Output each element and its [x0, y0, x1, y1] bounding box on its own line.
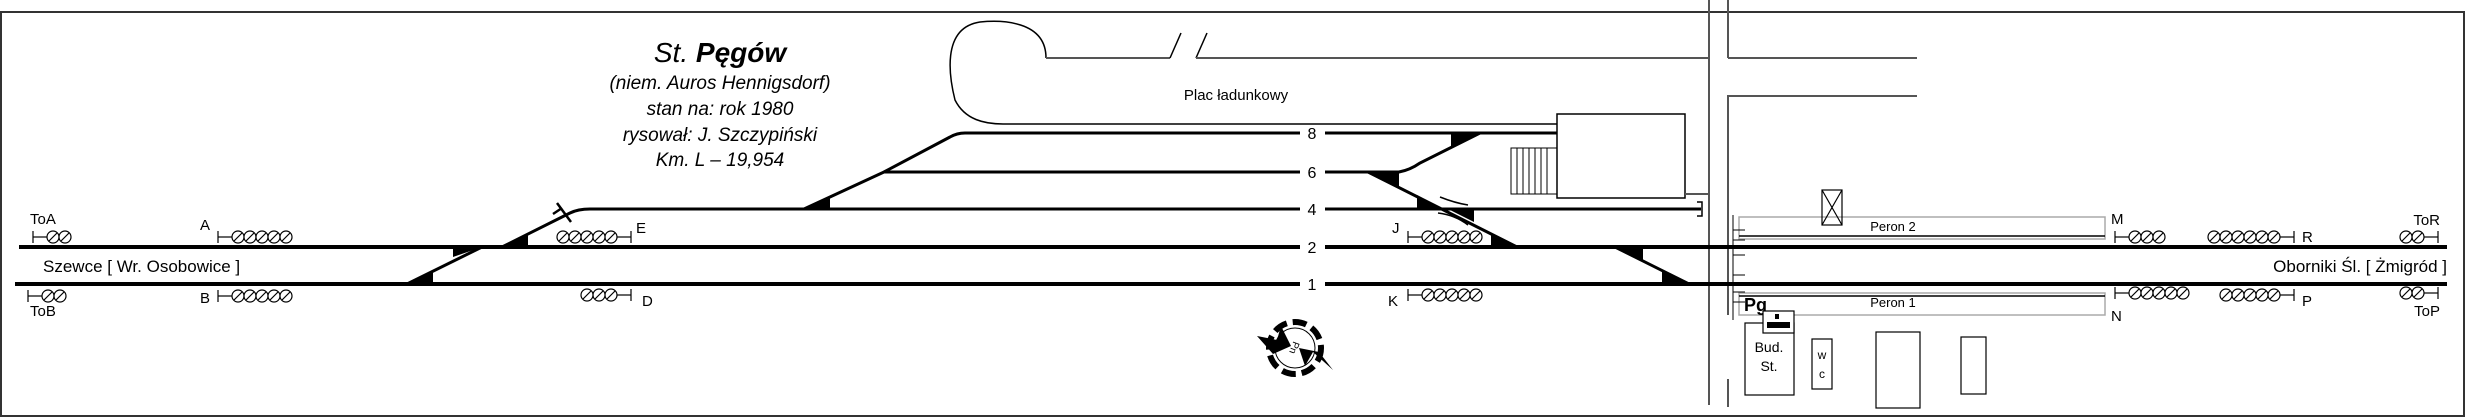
- switch-markers: [407, 133, 1689, 284]
- wc-label: c: [1819, 367, 1825, 381]
- track-number-4: 4: [1308, 202, 1317, 219]
- signal-label-D: D: [642, 293, 653, 310]
- signal-label-J: J: [1392, 220, 1400, 237]
- direction-left: Szewce [ Wr. Osobowice ]: [43, 257, 240, 276]
- signal-label-M: M: [2111, 211, 2124, 228]
- signal-A-icon: [217, 230, 293, 244]
- signal-ToP-icon: [2399, 286, 2439, 300]
- track-number-1: 1: [1308, 277, 1317, 294]
- signal-label-ToB: ToB: [30, 303, 56, 320]
- station-building-label: St.: [1760, 358, 1777, 374]
- signal-label-P: P: [2302, 293, 2312, 310]
- frame: [0, 11, 2465, 417]
- track-8: [883, 131, 1557, 174]
- crossover: [406, 245, 483, 286]
- track-number-2: 2: [1308, 240, 1317, 257]
- signal-label-R: R: [2302, 229, 2313, 246]
- page-title: St. Pęgów: [654, 37, 788, 68]
- signal-label-ToR: ToR: [2413, 212, 2440, 229]
- signal-M-icon: [2114, 230, 2166, 244]
- signal-K-icon: [1407, 288, 1483, 302]
- loading-siding: [949, 20, 1557, 125]
- track-6: [803, 131, 1481, 211]
- signal-label-K: K: [1388, 293, 1398, 310]
- station-building: [1744, 322, 1795, 396]
- svg-text:Pn: Pn: [1286, 340, 1301, 355]
- direction-right: Oborniki Śl. [ Żmigród ]: [2273, 257, 2447, 276]
- signal-label-A: A: [200, 217, 210, 234]
- subtitle-line: (niem. Auros Hennigsdorf): [609, 73, 830, 94]
- signal-B-icon: [217, 289, 293, 303]
- signal-box-icon: [1775, 314, 1779, 319]
- signal-ToB-icon: [27, 289, 67, 303]
- signal-J-icon: [1407, 230, 1483, 244]
- subtitle-line: rysował: J. Szczypiński: [623, 125, 818, 146]
- signal-label-N: N: [2111, 308, 2122, 325]
- track-4-bumper: [1697, 201, 1703, 217]
- signal-ToR-icon: [2399, 230, 2439, 244]
- outbuilding: [1960, 336, 1987, 395]
- peron-2-label: Peron 2: [1870, 219, 1916, 234]
- peron-2: [1738, 216, 2106, 240]
- signal-label-ToP: ToP: [2414, 303, 2440, 320]
- signal-R-icon: [2207, 230, 2295, 244]
- track-number-6: 6: [1308, 165, 1317, 182]
- outbuilding: [1875, 331, 1921, 409]
- signal-E-icon: [556, 230, 632, 244]
- break-mark: [1195, 32, 1208, 59]
- derailer-icon: [552, 202, 573, 223]
- compass-icon: Pn: [1257, 319, 1333, 377]
- signal-box-label: Pg: [1744, 295, 1767, 315]
- loading-yard-label: Plac ładunkowy: [1184, 87, 1289, 104]
- station-building-label: Bud.: [1755, 339, 1784, 355]
- wc-label: w: [1817, 348, 1827, 362]
- break-mark: [1169, 32, 1182, 59]
- peron-1-label: Peron 1: [1870, 295, 1916, 310]
- track-number-8: 8: [1308, 126, 1317, 143]
- signal-label-B: B: [200, 290, 210, 307]
- signal-box-icon: [1767, 322, 1790, 328]
- level-crossing: [1732, 215, 1745, 320]
- signal-label-E: E: [636, 220, 646, 237]
- storage-box-icon: [1821, 189, 1843, 226]
- loading-ramp-building: [1556, 113, 1686, 199]
- signal-P-icon: [2219, 288, 2295, 302]
- subtitle-line: Km. L – 19,954: [656, 150, 785, 171]
- track-4: [501, 207, 1701, 249]
- signal-ToA-icon: [32, 230, 72, 244]
- signal-D-icon: [580, 288, 632, 302]
- road-line: [1727, 95, 1917, 315]
- subtitle-line: stan na: rok 1980: [647, 99, 794, 120]
- slip-curve: [1437, 196, 1469, 226]
- wc-building: [1811, 338, 1833, 390]
- peron-1: [1738, 292, 2106, 316]
- stairs: [1510, 147, 1558, 195]
- signal-N-icon: [2114, 286, 2190, 300]
- signals: [27, 230, 2439, 303]
- signal-label-ToA: ToA: [30, 211, 56, 228]
